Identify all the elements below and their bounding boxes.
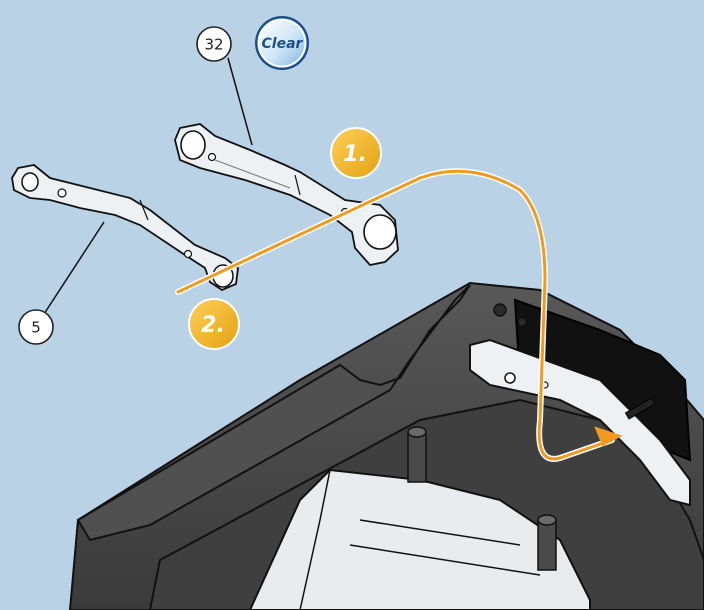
clear-badge: Clear <box>255 16 309 70</box>
post-left <box>407 426 427 483</box>
bracket-part-5 <box>11 164 239 292</box>
step-2-label: 2. <box>201 313 225 338</box>
callout-5-number: 5 <box>31 319 41 337</box>
chassis-shell <box>68 281 704 610</box>
callout-5: 5 <box>18 309 54 345</box>
assembly-arrow <box>175 168 623 462</box>
mounted-bracket <box>469 338 691 507</box>
clear-badge-label: Clear <box>262 36 304 52</box>
step-1-label: 1. <box>343 142 367 167</box>
shell-cavity <box>248 468 591 610</box>
bracket-part-32 <box>174 123 399 266</box>
shell-left-wing <box>76 284 471 542</box>
leader-line-5 <box>43 221 105 315</box>
step-1-badge: 1. <box>330 127 382 179</box>
leader-line-32 <box>227 57 253 146</box>
step-2-badge: 2. <box>188 298 240 350</box>
post-right <box>537 514 557 571</box>
callout-32: 32 <box>196 26 232 62</box>
arrow-head <box>594 426 623 447</box>
callout-32-number: 32 <box>204 36 223 54</box>
